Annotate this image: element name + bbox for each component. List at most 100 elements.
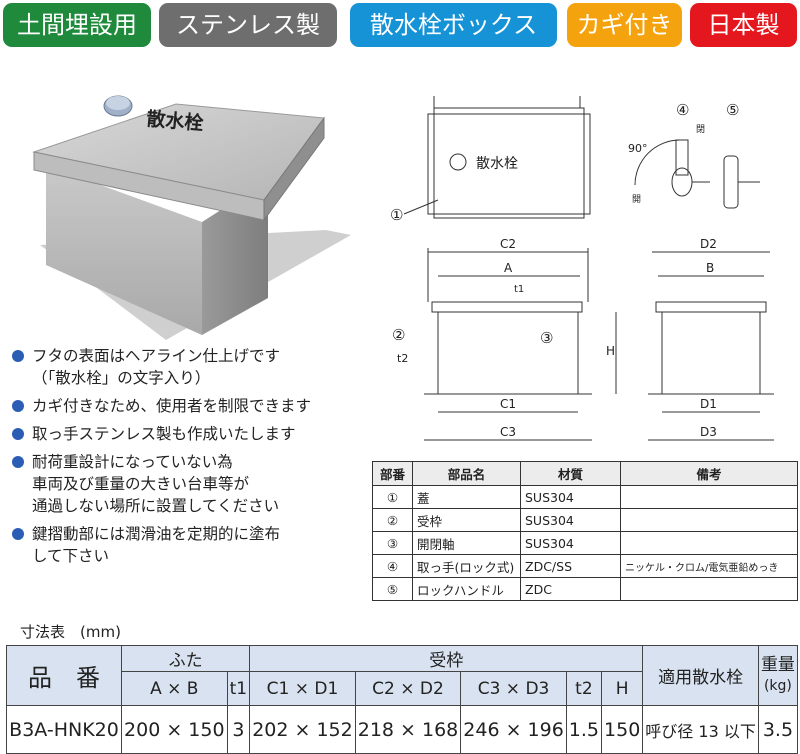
cell-c1d1: 202 × 152 xyxy=(249,705,356,754)
feature-item: 耐荷重設計になっていない為 車両及び重量の大きい台車等が 通過しない場所に設置し… xyxy=(12,451,382,517)
cell-applicable-valve: 呼び径 13 以下 xyxy=(642,705,759,754)
label-d2: D2 xyxy=(700,237,717,251)
label-close: 閉 xyxy=(696,124,705,135)
drawing-lid-text: 散水栓 xyxy=(476,156,518,172)
tag-with-key: カギ付き xyxy=(567,3,682,47)
header-t2: t2 xyxy=(565,671,603,706)
cell-c3d3: 246 × 196 xyxy=(460,705,567,754)
header-axb: A × B xyxy=(121,671,228,706)
feature-text: フタの表面はヘアライン仕上げです （「散水栓」の文字入り） xyxy=(32,347,281,387)
header-weight: 重量 (kg) xyxy=(757,645,799,706)
parts-header: 部品名 xyxy=(412,461,521,486)
part-name: 開閉軸 xyxy=(412,531,521,555)
cell-c2d2: 218 × 168 xyxy=(354,705,462,754)
parts-header: 材質 xyxy=(520,461,621,486)
tag-made-in-japan: 日本製 xyxy=(690,3,797,47)
part-no: ① xyxy=(372,485,413,509)
header-lid: ふた xyxy=(121,645,251,672)
label-t1: t1 xyxy=(514,284,524,295)
product-photo: 散水栓 xyxy=(32,95,351,340)
label-d1: D1 xyxy=(700,397,717,411)
parts-header-row: 部番 部品名 材質 備考 xyxy=(372,461,798,486)
part-name: 蓋 xyxy=(412,485,521,509)
label-d3: D3 xyxy=(700,425,717,439)
bullet-dot-icon xyxy=(12,528,24,540)
cell-h: 150 xyxy=(601,705,644,754)
header-c3d3: C3 × D3 xyxy=(460,671,567,706)
part-note xyxy=(620,485,798,509)
header-model: 品 番 xyxy=(5,645,123,706)
label-a: A xyxy=(504,261,513,275)
part-note xyxy=(620,531,798,555)
feature-item: カギ付きなため、使用者を制限できます xyxy=(12,395,382,417)
dimension-caption: 寸法表 (mm) xyxy=(20,623,121,641)
part-material: SUS304 xyxy=(520,508,621,532)
cell-t1: 3 xyxy=(226,705,251,754)
bullet-dot-icon xyxy=(12,350,24,362)
callout-5: ⑤ xyxy=(726,101,739,119)
header-c2d2: C2 × D2 xyxy=(354,671,462,706)
parts-header: 備考 xyxy=(620,461,798,486)
technical-drawing: 散水栓 ① ④ ⑤ 90° 閉 開 C2 A t1 ② t2 ③ H C1 C3… xyxy=(390,96,774,441)
part-material: ZDC/SS xyxy=(520,554,621,578)
label-angle: 90° xyxy=(628,142,648,155)
feature-item: フタの表面はヘアライン仕上げです （「散水栓」の文字入り） xyxy=(12,345,382,389)
callout-3: ③ xyxy=(540,329,553,347)
cell-axb: 200 × 150 xyxy=(121,705,228,754)
part-no: ② xyxy=(372,508,413,532)
label-b: B xyxy=(706,261,714,275)
part-note xyxy=(620,508,798,532)
part-no: ⑤ xyxy=(372,577,413,601)
tag-sansui-box: 散水栓ボックス xyxy=(350,3,557,47)
header-applicable-valve: 適用散水栓 xyxy=(642,645,759,706)
part-name: ロックハンドル xyxy=(412,577,521,601)
tag-dochu: 土間埋設用 xyxy=(3,3,151,47)
header-t1: t1 xyxy=(226,671,251,706)
callout-2: ② xyxy=(392,326,405,344)
feature-text: カギ付きなため、使用者を制限できます xyxy=(32,397,312,415)
cell-weight: 3.5 xyxy=(757,705,799,754)
bullet-dot-icon xyxy=(12,456,24,468)
dimension-table: 品 番 ふた 受枠 適用散水栓 重量 (kg) A × B t1 C1 × D1 … xyxy=(5,645,799,754)
part-material: SUS304 xyxy=(520,485,621,509)
label-t2: t2 xyxy=(397,352,408,365)
label-c2: C2 xyxy=(500,237,516,251)
header-c1d1: C1 × D1 xyxy=(249,671,356,706)
bullet-dot-icon xyxy=(12,428,24,440)
cell-t2: 1.5 xyxy=(565,705,603,754)
callout-1: ① xyxy=(390,206,403,224)
header-frame: 受枠 xyxy=(249,645,644,672)
part-note xyxy=(620,577,798,601)
part-no: ③ xyxy=(372,531,413,555)
label-c3: C3 xyxy=(500,425,516,439)
table-row: B3A-HNK20 200 × 150 3 202 × 152 218 × 16… xyxy=(5,705,799,754)
parts-header: 部番 xyxy=(372,461,413,486)
part-name: 受枠 xyxy=(412,508,521,532)
weight-unit: (kg) xyxy=(763,678,792,694)
label-c1: C1 xyxy=(500,397,516,411)
part-note: ニッケル・クロム/電気亜鉛めっき xyxy=(620,554,798,578)
header-h: H xyxy=(601,671,644,706)
dim-header-row-1: 品 番 ふた 受枠 適用散水栓 重量 (kg) xyxy=(5,645,799,706)
feature-item: 鍵摺動部には潤滑油を定期的に塗布 して下さい xyxy=(12,523,382,567)
callout-4: ④ xyxy=(676,101,689,119)
dim-header-row-2: A × B t1 C1 × D1 C2 × D2 C3 × D3 t2 H xyxy=(7,671,798,706)
part-material: SUS304 xyxy=(520,531,621,555)
bullet-dot-icon xyxy=(12,400,24,412)
feature-text: 耐荷重設計になっていない為 車両及び重量の大きい台車等が 通過しない場所に設置し… xyxy=(32,453,280,515)
label-open: 開 xyxy=(632,194,641,205)
tag-stainless: ステンレス製 xyxy=(159,3,337,47)
part-material: ZDC xyxy=(520,577,621,601)
cell-model: B3A-HNK20 xyxy=(5,705,123,754)
feature-text: 取っ手ステンレス製も作成いたします xyxy=(32,425,296,443)
feature-list: フタの表面はヘアライン仕上げです （「散水栓」の文字入り） カギ付きなため、使用… xyxy=(12,345,382,573)
feature-text: 鍵摺動部には潤滑油を定期的に塗布 して下さい xyxy=(32,525,281,565)
weight-label: 重量 xyxy=(760,655,795,675)
label-h: H xyxy=(606,344,615,358)
